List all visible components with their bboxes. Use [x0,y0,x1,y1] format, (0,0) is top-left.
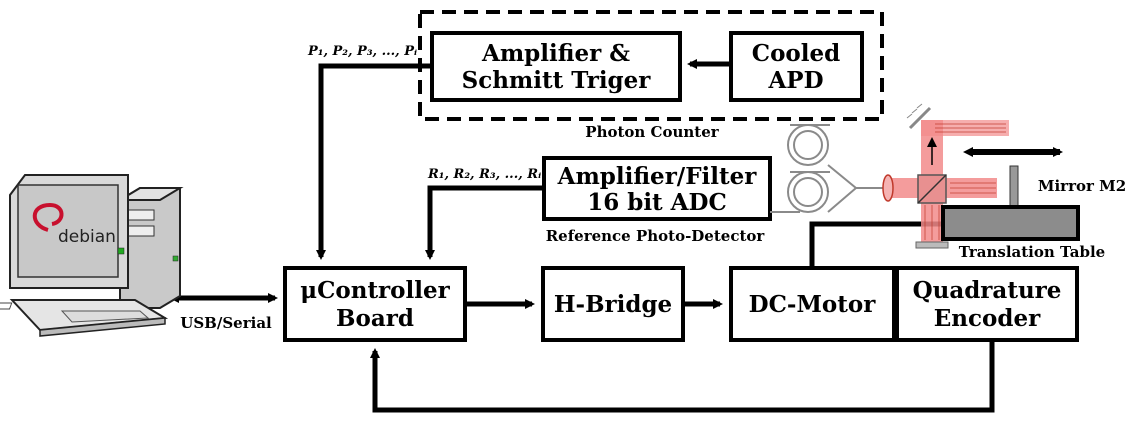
r-signals-label: R₁, R₂, R₃, ..., Rᵢ [427,167,541,182]
quadrature-line2: Encoder [934,305,1041,332]
cooled-apd-line2: APD [767,67,823,94]
fiber-coil-icon [770,124,885,213]
dc-motor-label: DC-Motor [749,291,877,318]
mirror-label: Mirror M2 [1038,177,1126,195]
hbridge-label: H-Bridge [554,291,672,318]
mirror-icon [906,103,932,130]
ucontroller-block: μController Board [283,266,467,342]
moving-mirror [1009,165,1019,207]
beam-splitter-icon [917,174,947,204]
photon-counter-label: Photon Counter [585,123,719,141]
ucontroller-line1: μController [300,277,450,304]
encoder-feedback-arrow [370,340,995,413]
beam-lines [924,123,1006,240]
cooled-apd-block: Cooled APD [729,31,864,102]
amplifier-filter-line2: 16 bit ADC [587,189,727,216]
p-signals-label: P₁, P₂, P₃, ..., Pᵢ [307,44,417,59]
reference-detector-label: Reference Photo-Detector [546,227,766,245]
cooled-apd-line1: Cooled [752,40,840,67]
amplifier-schmitt-line1: Amplifier & [481,40,630,67]
bottom-mirror [915,241,949,249]
amplifier-schmitt-line2: Schmitt Triger [462,67,652,94]
translation-table-label: Translation Table [959,243,1105,261]
amplifier-schmitt-block: Amplifier & Schmitt Triger [430,31,682,102]
translation-table [941,205,1080,241]
optical-setup [770,103,1080,249]
amplifier-filter-block: Amplifier/Filter 16 bit ADC [542,156,772,221]
quadrature-line1: Quadrature [913,277,1062,304]
usb-serial-label: USB/Serial [180,314,272,332]
computer-logo-text: debian [58,227,116,247]
ucontroller-line2: Board [336,305,414,332]
amplifier-filter-line1: Amplifier/Filter [557,163,758,190]
motor-to-table-line [809,221,943,268]
computer-icon: debian [0,174,184,337]
adc-to-ucontroller-arrow [425,185,544,260]
lens-icon [882,174,894,202]
dc-motor-block: DC-Motor [729,266,896,342]
quadrature-block: Quadrature Encoder [895,266,1079,342]
hbridge-block: H-Bridge [541,266,685,342]
photon-counter-to-ucontroller-arrow [316,63,432,260]
